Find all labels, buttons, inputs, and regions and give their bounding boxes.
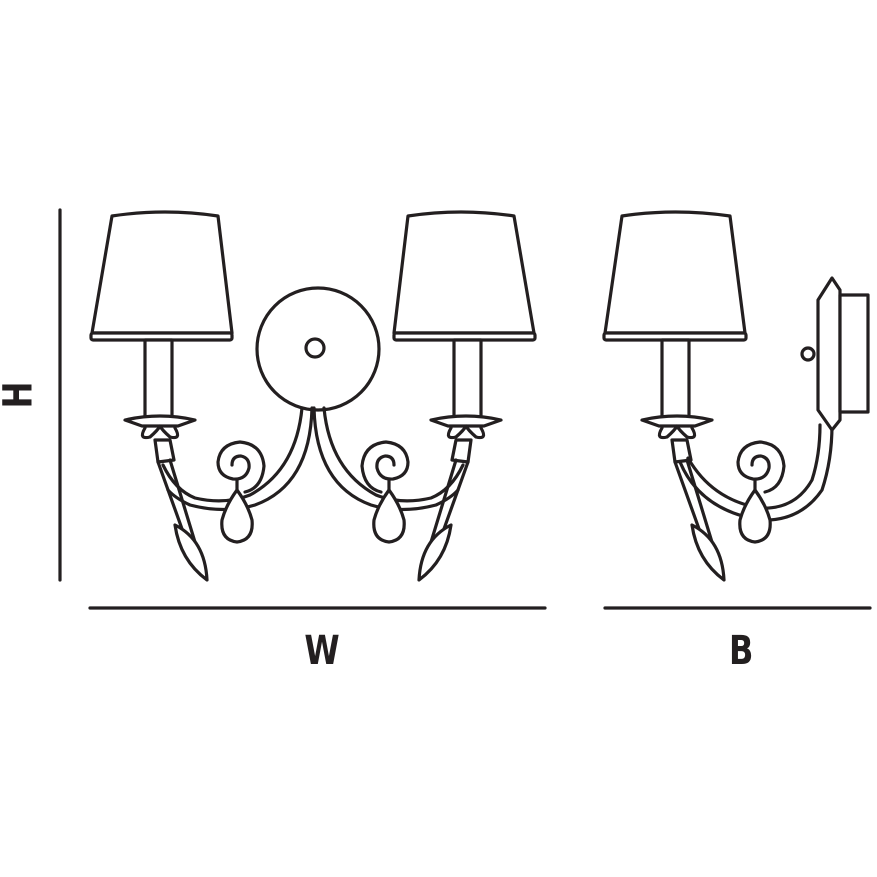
- side-view: [602, 210, 870, 582]
- height-label: H: [0, 381, 42, 409]
- front-view: [89, 210, 537, 582]
- depth-label: B: [729, 628, 754, 674]
- side-wall-plate: [816, 276, 842, 432]
- mounting-hole: [304, 337, 326, 359]
- wall-plate: [255, 286, 381, 412]
- width-label: W: [304, 628, 340, 674]
